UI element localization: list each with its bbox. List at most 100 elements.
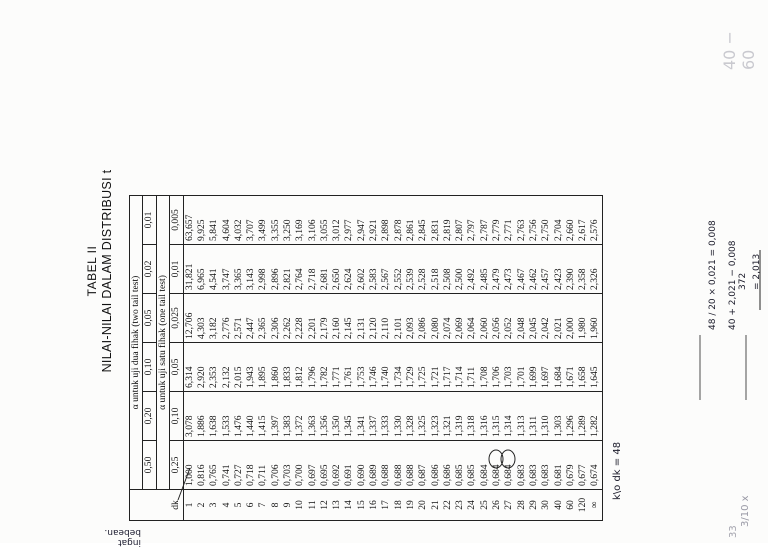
- fraction-note: 3/10 x: [740, 495, 751, 527]
- t-value-cell: 1,330: [392, 391, 405, 441]
- t-value-cell: 0,692: [331, 440, 344, 490]
- dk-cell: 24: [466, 489, 479, 521]
- t-value-cell: 1,782: [318, 342, 332, 392]
- t-value-cell: 2,518: [429, 244, 442, 294]
- header-one-tail-caption-row: α untuk uji satu fihak (one tail test): [156, 195, 170, 521]
- t-value-cell: 1,356: [318, 391, 332, 441]
- t-value-cell: 2,160: [331, 293, 344, 343]
- t-value-cell: 1,761: [343, 342, 356, 392]
- t-value-cell: 2,365: [257, 293, 270, 343]
- t-value-cell: 2,764: [294, 244, 307, 294]
- dk-cell: 18: [392, 489, 405, 521]
- t-value-cell: 1,303: [552, 391, 565, 441]
- t-value-cell: 2,617: [577, 195, 590, 245]
- t-value-cell: 2,262: [282, 293, 295, 343]
- t-value-cell: 2,228: [294, 293, 307, 343]
- t-value-cell: 2,920: [195, 342, 209, 392]
- t-value-cell: 0,688: [404, 440, 418, 490]
- t-value-cell: 1,703: [503, 342, 516, 392]
- dk-cell: 28: [515, 489, 528, 521]
- dk-cell: 17: [380, 489, 393, 521]
- t-value-cell: 2,479: [491, 244, 504, 294]
- t-value-cell: 0,718: [245, 440, 258, 490]
- t-value-cell: 1,860: [269, 342, 282, 392]
- t-value-cell: 2,457: [540, 244, 553, 294]
- formula-b: 40 + 2,021 − 0,008: [728, 240, 738, 330]
- t-value-cell: 2,390: [564, 244, 578, 294]
- dk-cell: 11: [306, 489, 319, 521]
- t-value-cell: 2,015: [232, 342, 246, 392]
- two-tail-alpha-3: 0,05: [142, 293, 157, 343]
- t-value-cell: 1,796: [306, 342, 319, 392]
- t-value-cell: 1,350: [331, 391, 344, 441]
- t-value-cell: 1,833: [282, 342, 295, 392]
- dk-cell: 30: [540, 489, 553, 521]
- t-value-cell: 1,706: [491, 342, 504, 392]
- dk-cell: 19: [404, 489, 418, 521]
- t-value-cell: 2,201: [306, 293, 319, 343]
- t-value-cell: 1,943: [245, 342, 258, 392]
- t-value-cell: 4,303: [195, 293, 209, 343]
- t-value-cell: 1,325: [417, 391, 430, 441]
- t-value-cell: 2,819: [441, 195, 455, 245]
- t-value-cell: 1,734: [392, 342, 405, 392]
- t-value-cell: 1,699: [527, 342, 541, 392]
- t-value-cell: 0,765: [208, 440, 221, 490]
- t-value-cell: 2,552: [392, 244, 405, 294]
- t-value-cell: 1,316: [478, 391, 492, 441]
- t-value-cell: 2,787: [478, 195, 492, 245]
- t-value-cell: 1,372: [294, 391, 307, 441]
- t-value-cell: 0,674: [589, 440, 603, 490]
- t-value-cell: 2,771: [503, 195, 516, 245]
- dk-cell: 23: [454, 489, 467, 521]
- t-value-cell: 6,314: [183, 342, 196, 392]
- t-value-cell: 2,650: [331, 244, 344, 294]
- dk-note: k\o dk = 48: [612, 441, 623, 500]
- t-value-cell: 2,539: [404, 244, 418, 294]
- t-value-cell: 1,714: [454, 342, 467, 392]
- t-value-cell: 0,706: [269, 440, 282, 490]
- t-value-cell: 2,110: [380, 293, 393, 343]
- t-value-cell: 2,576: [589, 195, 603, 245]
- dk-cell: 4: [220, 489, 233, 521]
- t-value-cell: 0,816: [195, 440, 209, 490]
- t-distribution-table: dk α untuk uji dua fihak (two tail test)…: [129, 195, 603, 521]
- t-value-cell: 2,131: [355, 293, 369, 343]
- margin-note-right: 40 − 60: [720, 31, 758, 70]
- t-value-cell: 0,700: [294, 440, 307, 490]
- t-value-cell: 2,101: [392, 293, 405, 343]
- t-value-cell: 1,684: [552, 342, 565, 392]
- t-value-cell: 12,706: [183, 293, 196, 343]
- dk-cell: 1: [183, 489, 196, 521]
- t-value-cell: 0,688: [380, 440, 393, 490]
- dk-cell: 26: [491, 489, 504, 521]
- t-value-cell: 0,681: [552, 440, 565, 490]
- dk-cell: 5: [232, 489, 246, 521]
- t-value-cell: 4,032: [232, 195, 246, 245]
- t-value-cell: 2,423: [552, 244, 565, 294]
- t-value-cell: 4,541: [208, 244, 221, 294]
- t-value-cell: 0,690: [355, 440, 369, 490]
- t-value-cell: 0,679: [564, 440, 578, 490]
- t-value-cell: 1,711: [466, 342, 479, 392]
- two-tail-alpha-4: 0,02: [142, 244, 157, 294]
- t-value-cell: 1,363: [306, 391, 319, 441]
- t-value-cell: 1,645: [589, 342, 603, 392]
- t-value-cell: 3,707: [245, 195, 258, 245]
- t-value-cell: 31,821: [183, 244, 196, 294]
- t-value-cell: 2,571: [232, 293, 246, 343]
- dk-cell: 120: [577, 489, 590, 521]
- t-value-cell: 3,012: [331, 195, 344, 245]
